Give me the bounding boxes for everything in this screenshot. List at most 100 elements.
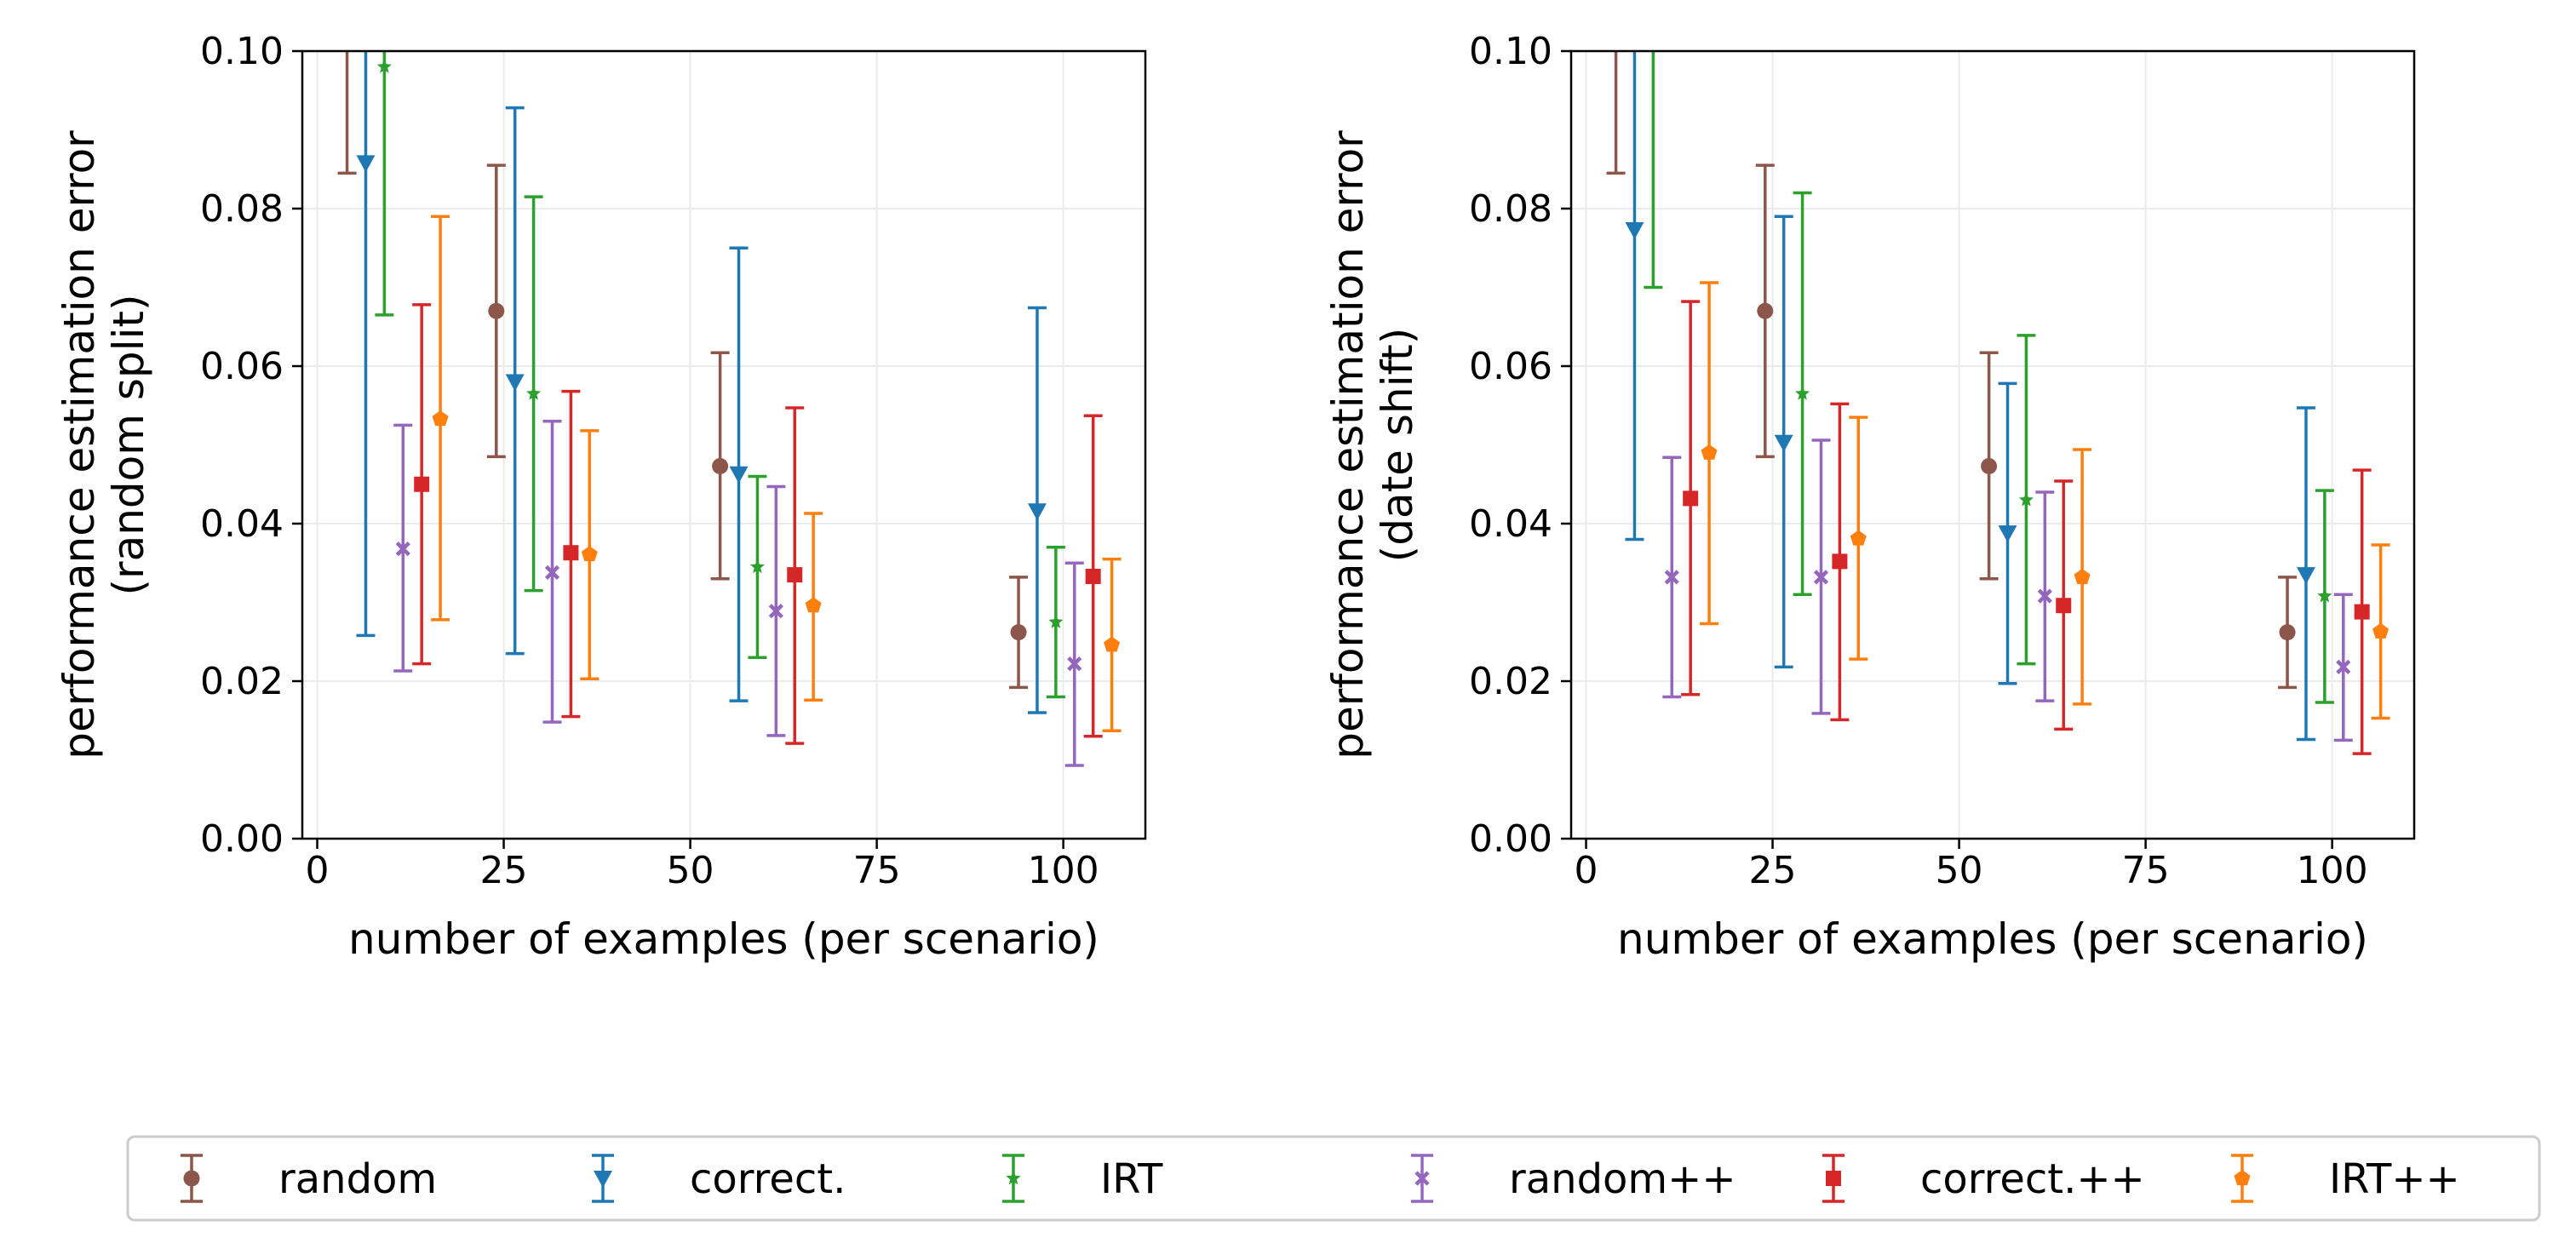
data-marker [1701,444,1718,460]
series-irtplusplus [431,215,1122,733]
legend-entry-irt: IRT [1002,1154,1163,1203]
data-marker [2279,624,2296,641]
y-tick-label: 0.06 [1469,345,1552,388]
errorbar-point [561,389,581,719]
y-tick-label: 0.02 [200,660,284,703]
series-random [1606,51,2298,690]
errorbar-point [729,246,749,702]
errorbar-point [393,423,413,673]
data-marker [1027,503,1047,521]
data-marker [1683,490,1699,507]
errorbar-point [1625,51,1644,542]
data-marker [376,59,392,73]
data-marker [1048,614,1064,628]
data-marker [488,302,505,319]
errorbar-point [1998,381,2017,685]
y-tick-label: 0.04 [1469,502,1552,546]
legend-marker [1826,1171,1841,1186]
errorbar-point [710,351,730,581]
errorbar-point [1681,300,1701,696]
x-tick-label: 100 [1028,849,1099,892]
errorbar-point [2035,490,2055,702]
errorbar-point [412,303,432,666]
data-marker [729,466,749,484]
data-marker [526,386,542,400]
errorbar-point [1755,163,1775,459]
x-axis-label: number of examples (per scenario) [1617,914,2368,964]
data-marker [1981,457,1998,474]
series-random [337,51,1029,690]
plot-area [337,51,1122,767]
errorbar-point [1849,415,1868,661]
errorbar-point [337,51,357,175]
errorbar-point [580,429,600,680]
data-marker [395,542,410,557]
errorbar-point [1811,438,1831,715]
errorbar-point [2073,448,2092,706]
series-irt [375,51,1065,699]
errorbar-point [2278,576,2298,690]
data-marker [1795,386,1810,400]
series-randomplusplus [1662,438,2353,742]
data-marker [1646,20,1661,33]
data-marker [2317,588,2332,603]
data-marker [2074,568,2091,584]
errorbar-point [1700,281,1719,626]
legend-marker [1006,1171,1021,1185]
series-correct [1625,51,2315,742]
y-tick-label: 0.10 [1469,30,1552,73]
y-tick-label: 0.04 [200,502,284,546]
series-irtplusplus [1700,281,2390,720]
errorbar-point [1774,215,1793,669]
data-marker [2018,492,2034,507]
data-marker [1067,656,1082,672]
y-tick-label: 0.02 [1469,660,1552,703]
data-marker [2336,659,2351,674]
data-marker [2372,622,2390,639]
data-marker [1774,434,1793,452]
legend-label: correct. [690,1155,846,1203]
data-marker [2056,598,2072,614]
errorbar-point [542,420,562,724]
axes-frame [1569,49,2416,840]
errorbar-point [524,195,543,593]
legend-label: IRT++ [2329,1155,2460,1203]
errorbar-point [1606,51,1626,175]
errorbar-point [2054,479,2074,731]
legend-marker [183,1170,200,1187]
errorbar-point [1027,306,1047,714]
data-marker [712,457,729,474]
y-tick-label: 0.00 [200,817,284,861]
errorbar-point [1830,402,1850,722]
x-tick-label: 25 [1749,849,1797,892]
x-tick-label: 0 [306,849,330,892]
errorbar-point [766,484,786,737]
legend-label: correct.++ [1920,1155,2145,1203]
legend-entry-irtplusplus: IRT++ [2231,1154,2460,1203]
errorbar-point [1046,546,1065,699]
errorbar-point [356,51,376,638]
errorbar-point [505,106,525,656]
x-tick-label: 100 [2297,849,2368,892]
data-marker [768,604,783,619]
data-marker [787,567,803,583]
data-marker [749,559,765,574]
errorbar-point [2371,543,2390,720]
plot-area [1606,20,2390,755]
data-marker [581,546,598,562]
x-tick-label: 0 [1575,849,1598,892]
data-marker [1664,570,1679,585]
y-tick-label: 0.06 [200,345,284,388]
legend-entry-correct: correct. [592,1154,846,1203]
data-marker [356,155,376,173]
x-tick-label: 75 [853,849,901,892]
legend-label: IRT [1100,1155,1163,1203]
legend-marker [1414,1171,1430,1186]
data-marker [1998,525,2017,543]
x-tick-label: 25 [480,849,528,892]
y-tick-label: 0.08 [1469,187,1552,231]
data-marker [1832,553,1848,570]
legend-entry-correct-plusplus: correct.++ [1822,1154,2145,1203]
